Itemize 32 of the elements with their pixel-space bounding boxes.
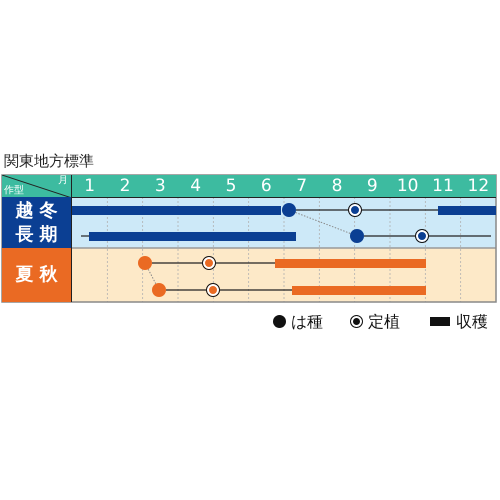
dotted-connector (295, 212, 351, 234)
connector-line (429, 235, 491, 237)
month-label: 6 (260, 175, 273, 197)
connector-line (216, 262, 275, 264)
dotted-connector (148, 268, 156, 284)
connector-line (166, 289, 206, 291)
connector-line (296, 209, 348, 211)
month-label: 12 (466, 175, 490, 197)
row-label: 夏秋 (14, 263, 64, 287)
month-label: 3 (154, 175, 167, 197)
column-heading: 月 (58, 175, 69, 187)
row-label: 越冬長期 (14, 198, 64, 246)
connector-line (362, 209, 438, 211)
connector-line (220, 289, 292, 291)
row-heading: 作型 (4, 185, 25, 197)
connector-line (364, 235, 415, 237)
month-label: 10 (396, 175, 420, 197)
legend-label: 収穫 (456, 311, 488, 333)
chart-title: 関東地方標準 (4, 152, 95, 172)
month-label: 1 (83, 175, 96, 197)
month-label: 7 (295, 175, 308, 197)
month-label: 11 (431, 175, 455, 197)
connector-line (152, 262, 202, 264)
month-label: 8 (330, 175, 344, 197)
legend-label: は種 (291, 311, 323, 333)
row-header (2, 197, 72, 248)
month-label: 4 (189, 175, 202, 197)
month-label: 5 (224, 175, 238, 197)
row-header (2, 248, 72, 302)
month-label: 9 (366, 175, 379, 197)
month-label: 2 (118, 175, 132, 197)
legend-label: 定植 (368, 311, 400, 333)
